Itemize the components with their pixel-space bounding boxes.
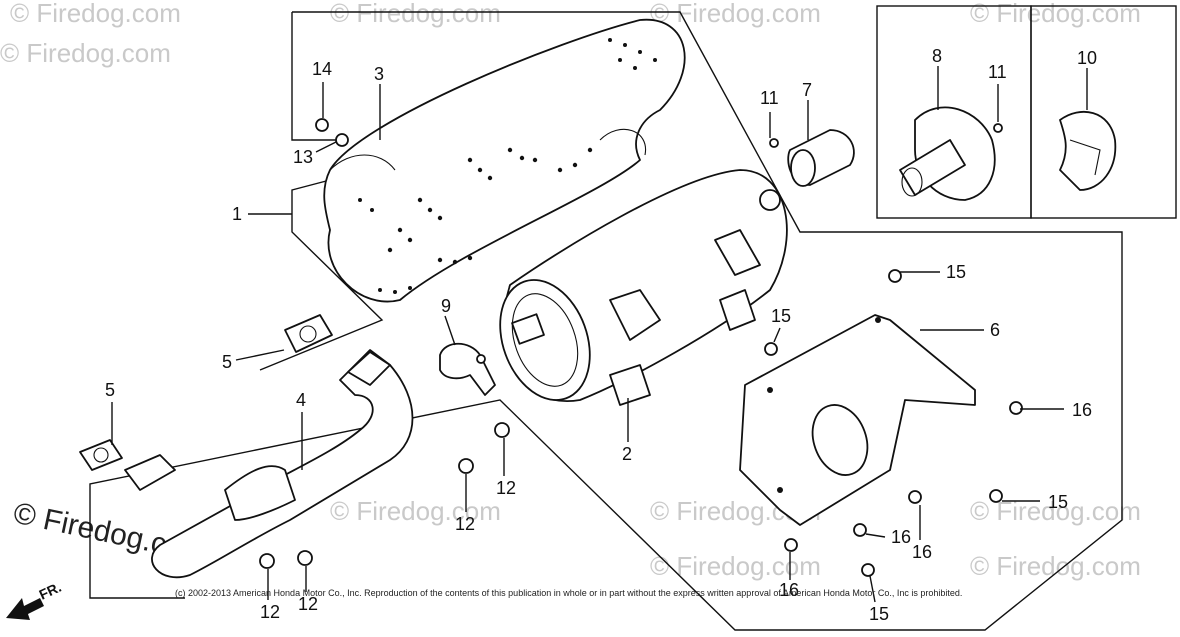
callout-8: 8 <box>932 46 942 66</box>
front-direction-marker: FR. <box>6 579 64 620</box>
gasket-lower <box>79 439 123 471</box>
gasket-upper <box>284 314 333 353</box>
front-arrow-icon <box>6 598 44 620</box>
bolt-16-bottom <box>784 538 798 552</box>
watermark-text: © Firedog.com <box>0 38 171 68</box>
callout-16-bottom: 16 <box>779 580 799 600</box>
bolt-15-top <box>888 269 902 283</box>
callout-15-mid: 15 <box>771 306 791 326</box>
callout-12-a: 12 <box>496 478 516 498</box>
screw-11 <box>769 138 779 148</box>
bolt-15-bottom <box>861 563 875 577</box>
callout-15-right: 15 <box>1048 492 1068 512</box>
watermark-text: © Firedog.com <box>10 0 181 28</box>
copyright-notice: (c) 2002-2013 American Honda Motor Co., … <box>175 588 962 598</box>
watermark-text: © Firedog.com <box>650 0 821 28</box>
callout-3: 3 <box>374 64 384 84</box>
exhaust-pipe <box>124 349 414 579</box>
callout-12-d: 12 <box>298 594 318 614</box>
callout-5-lower: 5 <box>105 380 115 400</box>
callout-2: 2 <box>622 444 632 464</box>
frame-lines <box>89 5 1177 631</box>
callout-15-bottom: 15 <box>869 604 889 624</box>
screw-11-inset <box>993 123 1003 133</box>
callout-11-right: 11 <box>988 62 1007 82</box>
callout-5-upper: 5 <box>222 352 232 372</box>
spark-arrester-screen <box>899 106 996 201</box>
spark-arrester-cap <box>1059 111 1117 191</box>
callout-16-center: 16 <box>912 542 932 562</box>
bolt-15-mid <box>764 342 778 356</box>
fasteners <box>259 118 1023 577</box>
leader-lines <box>111 66 1088 603</box>
nut-12-a <box>494 422 510 438</box>
bolt-16-lower <box>853 523 867 537</box>
watermark-text: © Firedog.com <box>330 496 501 526</box>
callout-15-top: 15 <box>946 262 966 282</box>
watermark-text: © Firedog.com <box>330 0 501 28</box>
muffler <box>499 169 788 406</box>
callout-9: 9 <box>441 296 451 316</box>
bolt-16-center <box>908 490 922 504</box>
muffler-stay <box>739 314 976 526</box>
nut-12-d <box>297 550 313 566</box>
bolt-16-right <box>1009 401 1023 415</box>
nut-13 <box>335 133 349 147</box>
callout-11-left: 11 <box>760 88 779 108</box>
inset-box-right <box>1030 5 1177 219</box>
watermark-layer: © Firedog.com © Firedog.com © Firedog.co… <box>0 0 1141 581</box>
bolt-14 <box>315 118 329 132</box>
callout-16-right: 16 <box>1072 400 1092 420</box>
heat-shield-protector <box>323 18 686 303</box>
front-label: FR. <box>37 579 64 603</box>
exhaust-clamp <box>439 342 496 396</box>
watermark-text: © Firedog.com <box>650 551 821 581</box>
watermark-text: © Firedog.com <box>970 0 1141 28</box>
callout-12-c: 12 <box>260 602 280 622</box>
callout-numbers: 14 3 13 1 5 5 4 9 2 11 7 8 11 10 15 15 6… <box>105 46 1097 624</box>
callout-14: 14 <box>312 59 332 79</box>
watermark-text: © Firedog.com <box>970 551 1141 581</box>
bolt-15-right <box>989 489 1003 503</box>
spark-arrester <box>787 129 855 187</box>
nut-12-b <box>458 458 474 474</box>
callout-12-b: 12 <box>455 514 475 534</box>
nut-12-c <box>259 553 275 569</box>
callout-7: 7 <box>802 80 812 100</box>
callout-6: 6 <box>990 320 1000 340</box>
callout-4: 4 <box>296 390 306 410</box>
callout-10: 10 <box>1077 48 1097 68</box>
callout-13: 13 <box>293 147 313 167</box>
callout-1: 1 <box>232 204 242 224</box>
callout-16-lower: 16 <box>891 527 911 547</box>
